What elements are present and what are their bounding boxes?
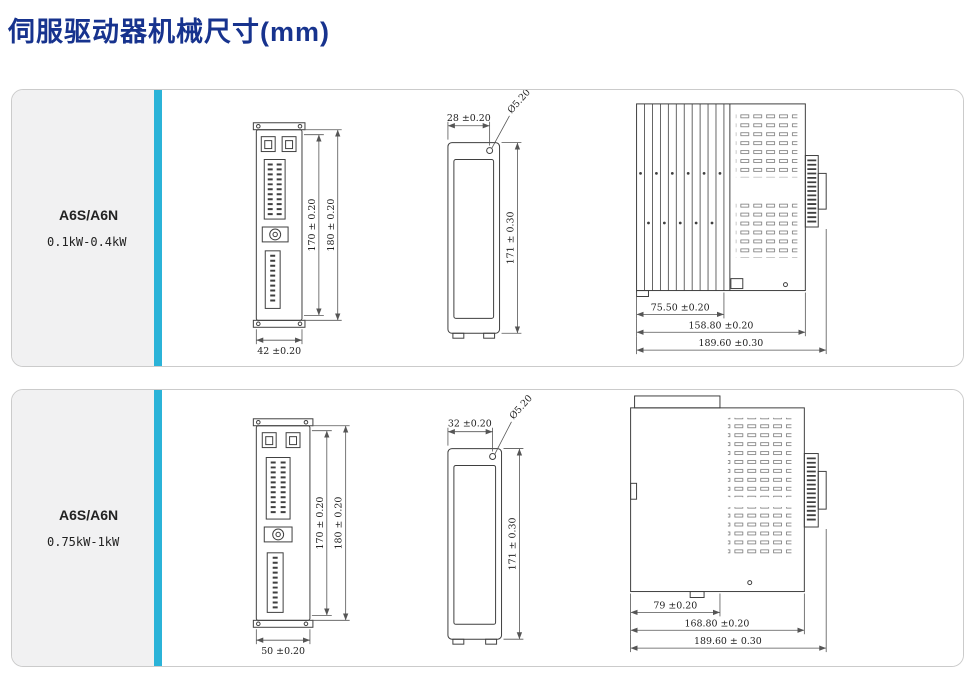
model-label-area-2: A6S/A6N 0.75kW-1kW xyxy=(12,390,154,666)
comm-port xyxy=(260,136,276,153)
mount-hole xyxy=(303,419,309,425)
vent-slots xyxy=(727,417,792,498)
drive-body-side xyxy=(447,142,501,334)
profile-view-2: 79 ±0.20 168.80 ±0.20 189.60 ± 0.30 xyxy=(630,395,827,653)
page: 伺服驱动器机械尺寸(mm) A6S/A6N 0.1kW-0.4kW xyxy=(0,10,975,667)
comm-port xyxy=(285,432,301,449)
dim-front-width-1: 42 ±0.20 xyxy=(257,346,301,357)
power-terminal xyxy=(266,552,284,613)
comm-port xyxy=(281,136,297,153)
vent-slots xyxy=(727,507,792,557)
bottom-mount-tab xyxy=(252,319,306,328)
accent-stripe-2 xyxy=(154,390,162,666)
din-clip xyxy=(689,591,705,598)
mount-hole xyxy=(297,321,303,327)
power-range-2: 0.75kW-1kW xyxy=(47,535,120,549)
dim-front-height-inner-1: 170 ± 0.20 xyxy=(307,199,318,252)
front-view-2: 170 ± 0.20 180 ± 0.20 50 ±0.20 xyxy=(252,418,350,657)
drawing-area-1: 170 ± 0.20 180 ± 0.20 42 ±0.20 xyxy=(162,90,963,366)
dim-front-height-inner-2: 170 ± 0.20 xyxy=(315,497,326,550)
dim-profile-3-1: 189.60 ±0.30 xyxy=(698,338,763,349)
dim-side-height-2: 171 ± 0.30 xyxy=(507,517,518,570)
mount-hole xyxy=(303,621,309,627)
mount-hole xyxy=(297,123,303,129)
side-view-1: 28 ±0.20 Ø5.20 171 ± 0.30 xyxy=(447,90,533,339)
front-view-1: 170 ± 0.20 180 ± 0.20 42 ±0.20 xyxy=(252,122,342,357)
page-title: 伺服驱动器机械尺寸(mm) xyxy=(8,17,330,47)
top-mount-tab xyxy=(252,122,306,131)
dim-side-height-1: 171 ± 0.30 xyxy=(505,211,516,264)
accent-stripe-1 xyxy=(154,90,162,366)
dim-profile-1-2: 79 ±0.20 xyxy=(653,600,697,611)
drive-body-front xyxy=(255,129,303,321)
model-name-1: A6S/A6N xyxy=(59,207,119,223)
mount-hole xyxy=(256,419,261,425)
dim-profile-2-1: 158.80 ±0.20 xyxy=(689,320,754,331)
drawing-area-2: 170 ± 0.20 180 ± 0.20 50 ±0.20 xyxy=(162,390,963,666)
encoder-connector xyxy=(263,526,293,543)
vent-slots xyxy=(735,113,798,178)
io-connector xyxy=(265,457,291,520)
heatsink-fins xyxy=(644,103,725,291)
model-name-2: A6S/A6N xyxy=(59,507,119,523)
drive-body-front xyxy=(255,425,311,621)
power-terminal xyxy=(264,250,281,309)
din-clip xyxy=(636,290,649,297)
dim-front-height-outer-1: 180 ± 0.20 xyxy=(326,199,337,252)
model-label-area-1: A6S/A6N 0.1kW-0.4kW xyxy=(12,90,154,366)
dim-front-height-outer-2: 180 ± 0.20 xyxy=(334,497,345,550)
dim-profile-1-1: 75.50 ±0.20 xyxy=(651,302,710,313)
power-range-1: 0.1kW-0.4kW xyxy=(47,235,127,249)
dim-side-width-2: 32 ±0.20 xyxy=(448,419,492,430)
dim-hole-diameter-2: Ø5.20 xyxy=(508,393,535,422)
panel-large-drive: A6S/A6N 0.75kW-1kW xyxy=(11,389,964,667)
dim-front-width-2: 50 ±0.20 xyxy=(261,646,305,657)
dimension-drawing-small: 170 ± 0.20 180 ± 0.20 42 ±0.20 xyxy=(252,90,827,357)
mount-hole xyxy=(256,123,261,129)
dim-hole-diameter-1: Ø5.20 xyxy=(506,90,533,116)
panel-small-drive: A6S/A6N 0.1kW-0.4kW xyxy=(11,89,964,367)
dimension-drawing-large: 170 ± 0.20 180 ± 0.20 50 ±0.20 xyxy=(252,393,827,657)
comm-port xyxy=(261,432,277,449)
mount-hole xyxy=(256,621,261,627)
profile-view-1: 75.50 ±0.20 158.80 ±0.20 189.60 ±0.30 xyxy=(636,103,827,355)
dim-profile-2-2: 168.80 ±0.20 xyxy=(685,618,750,629)
encoder-connector xyxy=(261,226,289,243)
mount-hole xyxy=(256,321,261,327)
heatsink-fins-top xyxy=(634,395,721,409)
io-connector xyxy=(263,159,286,220)
drive-body-side xyxy=(447,448,503,640)
dim-side-width-1: 28 ±0.20 xyxy=(447,113,491,124)
vent-slots xyxy=(735,203,798,258)
mounting-hole xyxy=(489,453,497,460)
mounting-hole xyxy=(486,147,494,155)
dim-profile-3-2: 189.60 ± 0.30 xyxy=(694,636,762,647)
side-view-2: 32 ±0.20 Ø5.20 171 ± 0.30 xyxy=(447,393,535,645)
